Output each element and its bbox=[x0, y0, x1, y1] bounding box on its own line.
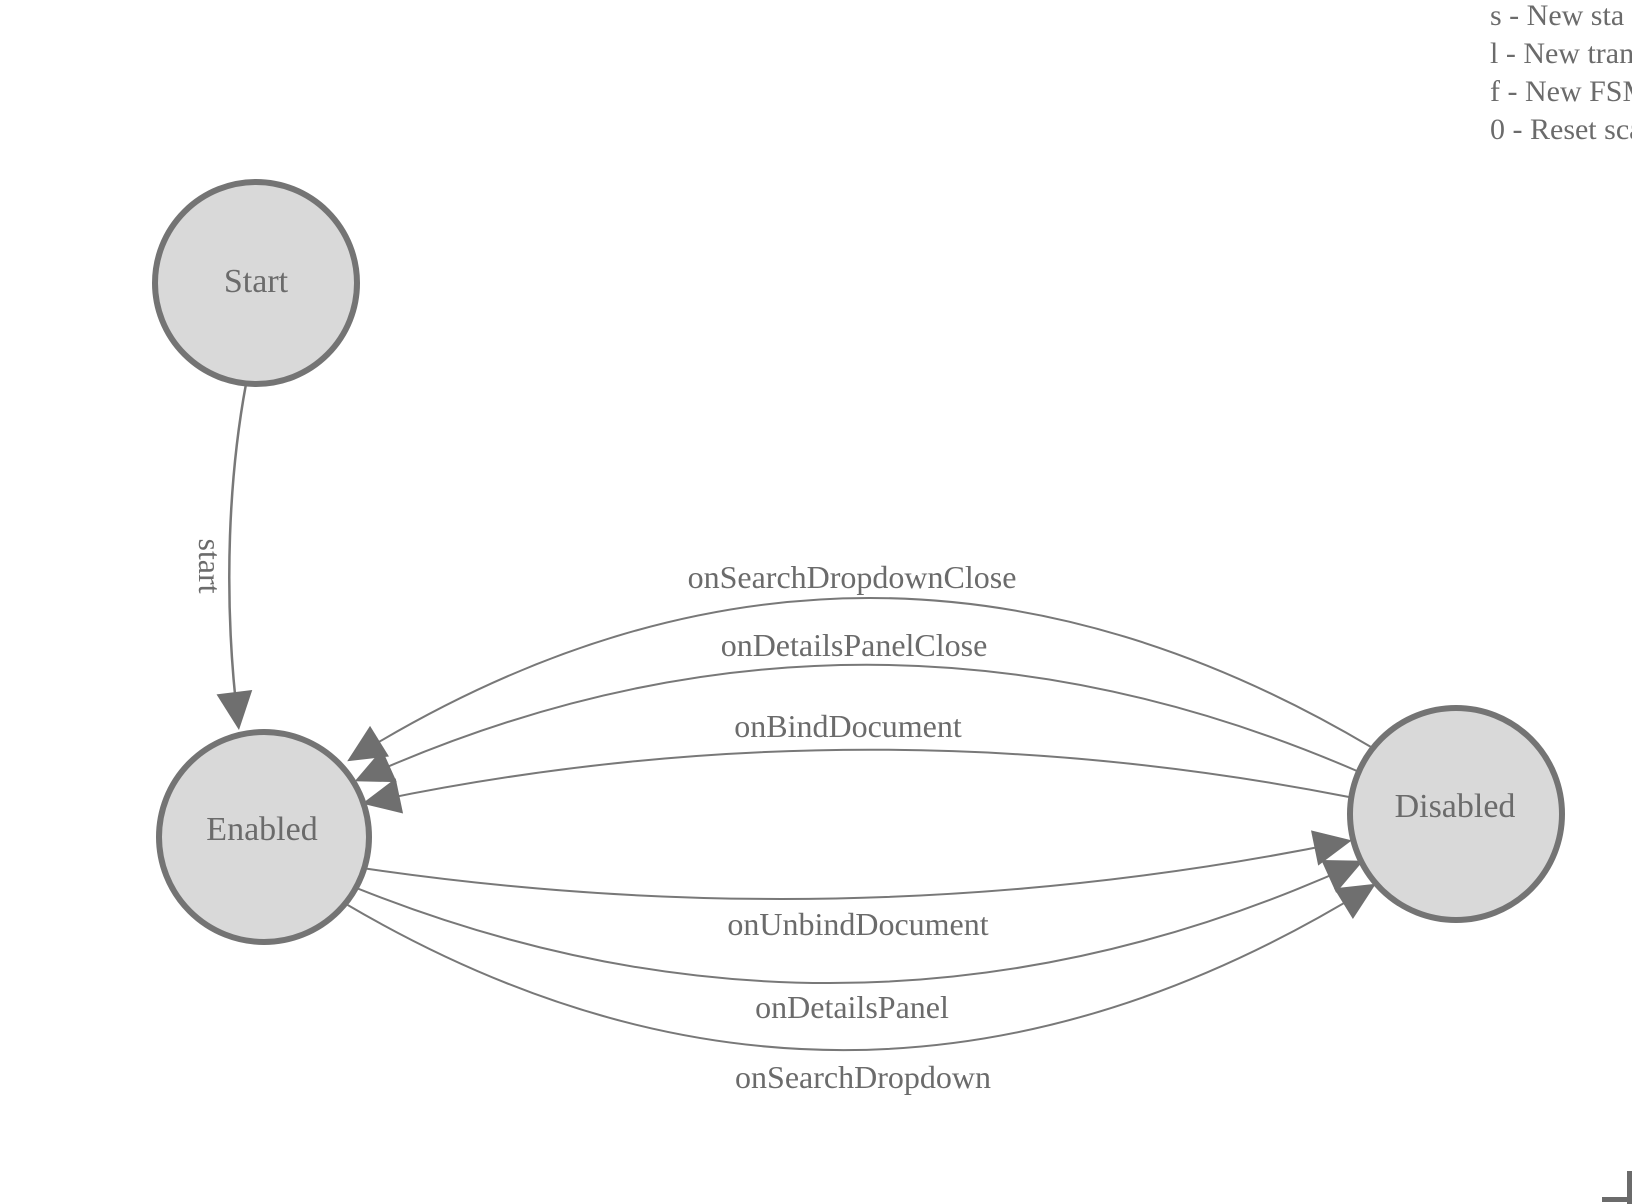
transition-edge-onBindDocument[interactable]: onBindDocument bbox=[362, 708, 1350, 814]
transition-edge-onDetailsPanelClose[interactable]: onDetailsPanelClose bbox=[354, 627, 1358, 783]
transition-edge-onSearchDropdownClose[interactable]: onSearchDropdownClose bbox=[347, 559, 1372, 762]
state-label-start: Start bbox=[224, 263, 289, 300]
state-circle-enabled[interactable] bbox=[156, 729, 372, 945]
edge-label-onSearchDropdown: onSearchDropdown bbox=[735, 1059, 991, 1095]
state-node-disabled[interactable]: Disabled bbox=[1347, 705, 1565, 923]
edge-label-onDetailsPanelClose: onDetailsPanelClose bbox=[721, 627, 988, 663]
edge-label-onBindDocument: onBindDocument bbox=[734, 708, 962, 744]
shortcut-legend: s - New sta l - New tran f - New FSM 0 -… bbox=[1490, 0, 1632, 149]
transition-edge-onUnbindDocument[interactable]: onUnbindDocument bbox=[361, 830, 1352, 942]
legend-item-new-state: s - New sta bbox=[1490, 0, 1625, 32]
edge-label-onDetailsPanel: onDetailsPanel bbox=[755, 989, 949, 1025]
transition-edge-onSearchDropdown[interactable]: onSearchDropdown bbox=[345, 883, 1376, 1095]
edge-path-onDetailsPanelClose[interactable] bbox=[354, 663, 1358, 783]
edge-path-onUnbindDocument[interactable] bbox=[361, 830, 1352, 900]
state-label-disabled: Disabled bbox=[1395, 788, 1516, 825]
edge-path-start[interactable] bbox=[216, 383, 253, 730]
edge-path-onDetailsPanel[interactable] bbox=[353, 859, 1364, 984]
state-node-enabled[interactable]: Enabled bbox=[156, 729, 372, 945]
legend-item-new-fsm: f - New FSM bbox=[1490, 75, 1632, 108]
edge-label-onUnbindDocument: onUnbindDocument bbox=[727, 906, 988, 942]
edge-path-onSearchDropdownClose[interactable] bbox=[347, 597, 1372, 762]
legend-item-new-transition: l - New tran bbox=[1490, 37, 1632, 70]
state-node-start[interactable]: Start bbox=[152, 179, 360, 387]
state-circle-start[interactable] bbox=[152, 179, 360, 387]
transition-edge-onDetailsPanel[interactable]: onDetailsPanel bbox=[353, 859, 1364, 1025]
transition-edge-start[interactable]: start bbox=[192, 383, 253, 730]
state-label-enabled: Enabled bbox=[206, 811, 317, 848]
state-circle-disabled[interactable] bbox=[1347, 705, 1565, 923]
edge-label-start: start bbox=[192, 538, 228, 593]
edge-label-onSearchDropdownClose: onSearchDropdownClose bbox=[688, 559, 1017, 595]
edge-path-onBindDocument[interactable] bbox=[362, 748, 1350, 814]
legend-item-reset-scale: 0 - Reset sca bbox=[1490, 113, 1632, 146]
edge-path-onSearchDropdown[interactable] bbox=[345, 883, 1376, 1051]
canvas-frame-corner-vertical bbox=[1627, 1171, 1632, 1204]
canvas-frame-corner-horizontal bbox=[1602, 1197, 1632, 1202]
